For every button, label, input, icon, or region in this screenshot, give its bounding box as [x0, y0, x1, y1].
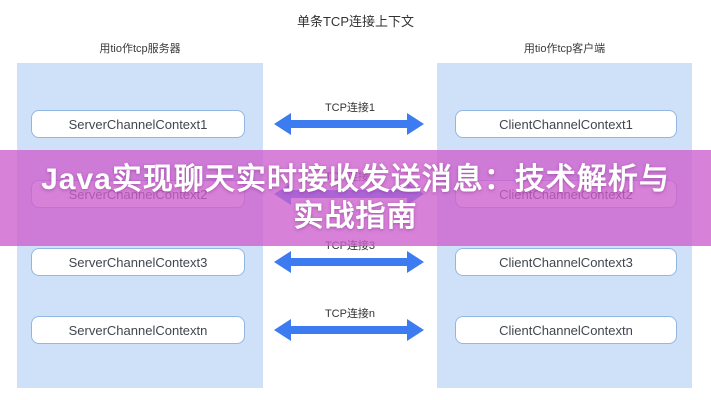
client-group-label: 用tio作tcp客户端: [523, 43, 606, 55]
tcp-link-label: TCP连接n: [324, 308, 376, 320]
arrowhead-right-icon: [407, 319, 424, 341]
double-arrow-icon: [274, 319, 424, 341]
double-arrow-icon: [274, 251, 424, 273]
server-context-box: ServerChannelContextn: [31, 316, 245, 344]
banner-title-line2: 实战指南: [293, 200, 418, 233]
title-banner-overlay: Java实现聊天实时接收发送消息：技术解析与 实战指南: [0, 150, 711, 246]
client-context-box: ClientChannelContextn: [455, 316, 677, 344]
double-arrow-icon: [274, 113, 424, 135]
arrow-shaft: [288, 258, 410, 266]
arrowhead-right-icon: [407, 251, 424, 273]
server-context-box: ServerChannelContext1: [31, 110, 245, 138]
arrow-shaft: [288, 120, 410, 128]
banner-title-line1: Java实现聊天实时接收发送消息：技术解析与: [41, 163, 670, 196]
client-context-box: ClientChannelContext3: [455, 248, 677, 276]
arrow-shaft: [288, 326, 410, 334]
server-context-box: ServerChannelContext3: [31, 248, 245, 276]
arrowhead-right-icon: [407, 113, 424, 135]
arrowhead-left-icon: [274, 113, 291, 135]
arrowhead-left-icon: [274, 319, 291, 341]
server-group-label: 用tio作tcp服务器: [99, 43, 181, 55]
diagram-title: 单条TCP连接上下文: [296, 14, 414, 29]
tcp-link-label: TCP连接1: [324, 102, 376, 114]
arrowhead-left-icon: [274, 251, 291, 273]
client-context-box: ClientChannelContext1: [455, 110, 677, 138]
